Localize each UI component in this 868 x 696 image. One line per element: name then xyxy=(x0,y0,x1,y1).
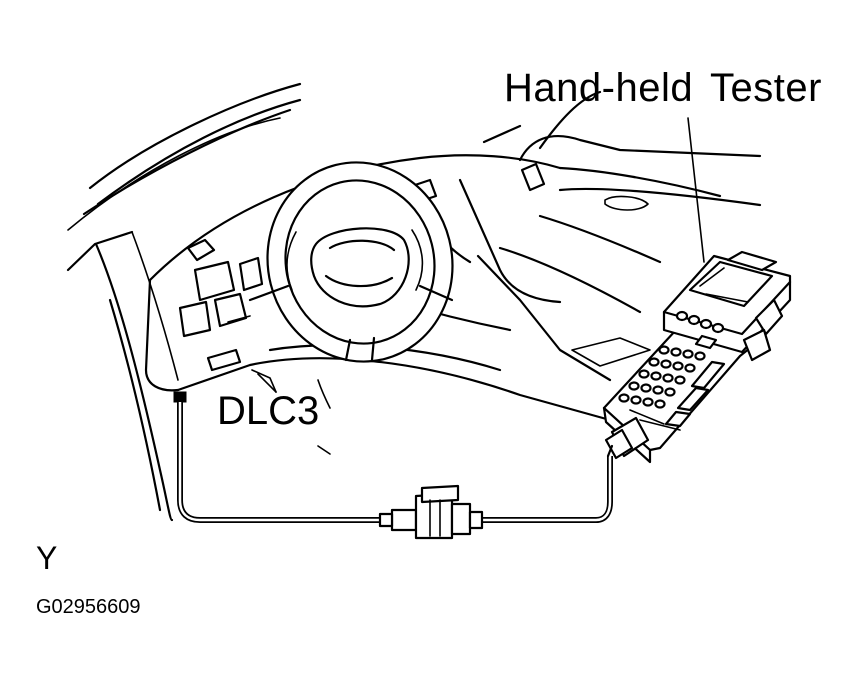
steering-wheel xyxy=(248,161,454,363)
view-letter-label: Y xyxy=(36,540,58,576)
dlc3-label: DLC3 xyxy=(217,389,320,433)
hand-held-tester xyxy=(602,250,792,464)
tester-keypad xyxy=(618,334,726,431)
label-leaders xyxy=(687,117,705,263)
dlc3-connector xyxy=(173,373,277,403)
windshield-frame xyxy=(66,82,602,522)
figure-code-label: G02956609 xyxy=(36,596,141,618)
hand-held-tester-label: Hand-held Tester xyxy=(504,66,822,110)
tester-cable xyxy=(177,402,613,540)
